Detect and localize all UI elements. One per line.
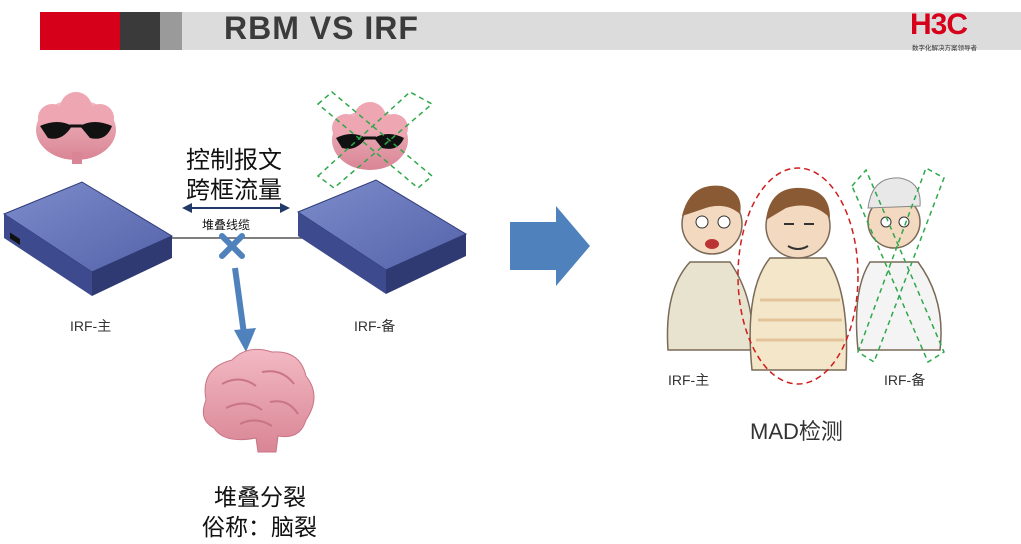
cartoon-figure-backup — [855, 177, 942, 351]
irf-backup-label-right: IRF-备 — [884, 372, 926, 388]
stack-split-label: 堆叠分裂 — [214, 485, 306, 511]
header-red-block — [40, 12, 120, 50]
brain-sunglasses-icon-left — [36, 92, 116, 164]
split-brain-label: 俗称：脑裂 — [202, 515, 317, 541]
logo-tagline: 数字化解决方案领导者 — [912, 44, 977, 52]
mad-detect-label: MAD检测 — [750, 419, 843, 444]
irf-master-label-left: IRF-主 — [70, 318, 112, 334]
mad-detect-highlight — [737, 167, 859, 385]
brain-icon-split — [202, 348, 315, 453]
cross-frame-traffic-label: 跨框流量 — [186, 176, 282, 204]
control-message-label: 控制报文 — [186, 146, 282, 174]
stack-cable-label: 堆叠线缆 — [202, 218, 251, 232]
switch-irf-master — [2, 181, 174, 296]
logo-brand: H3C — [910, 8, 968, 41]
page-title: RBM VS IRF — [224, 10, 419, 46]
h3c-logo: H3C 数字化解决方案领导者 — [904, 10, 1004, 56]
irf-backup-label-left: IRF-备 — [354, 318, 396, 334]
invalid-cross-mark-left — [316, 91, 434, 189]
switch-irf-backup — [296, 179, 468, 294]
invalid-cross-mark-right — [851, 166, 945, 364]
header-gray-block — [160, 12, 182, 50]
split-down-arrow — [232, 267, 256, 352]
brain-sunglasses-icon-backup — [332, 102, 408, 170]
transition-right-arrow — [510, 206, 590, 286]
irf-master-label-right: IRF-主 — [668, 372, 710, 388]
cartoon-figure-master — [666, 185, 754, 351]
control-traffic-arrow — [182, 203, 290, 213]
header-bar — [182, 12, 1021, 50]
cartoon-figure-center — [749, 187, 848, 371]
cable-break-icon — [219, 233, 245, 259]
header-dark-block — [120, 12, 160, 50]
